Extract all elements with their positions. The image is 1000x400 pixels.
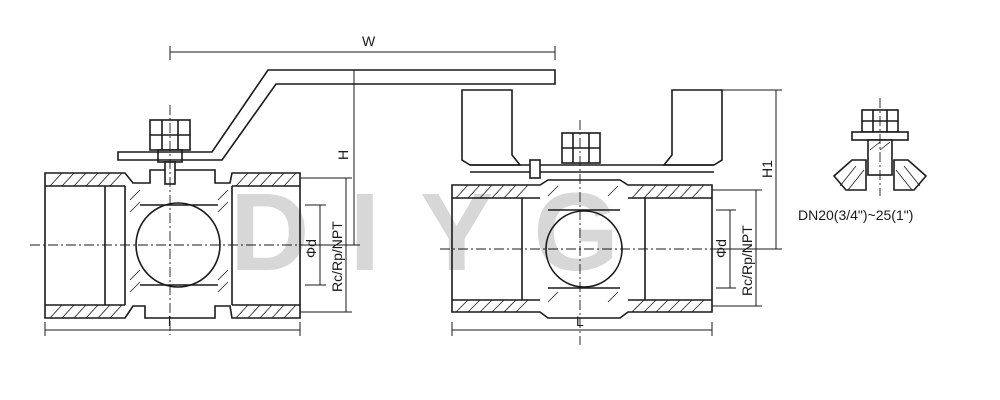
left-valve-view: W H Φd Rc/Rp/NPT l [30,33,556,336]
dim-label-phi-d-left: Φd [303,239,319,258]
dim-label-w: W [362,33,376,49]
right-valve-view: H1 Φd Rc/Rp/NPT L [440,89,782,345]
watermark: DIYG [230,171,659,294]
dim-label-thread-right: Rc/Rp/NPT [739,225,755,296]
dim-label-l-right: L [576,313,584,329]
dim-label-phi-d-right: Φd [713,239,729,258]
stem-detail-view: DN20(3/4")~25(1") [798,98,928,223]
dim-label-h1: H1 [759,160,775,178]
detail-caption: DN20(3/4")~25(1") [798,207,913,223]
dim-label-l-left: l [168,313,171,329]
dim-label-h: H [335,150,351,160]
dim-label-thread-left: Rc/Rp/NPT [329,221,345,292]
